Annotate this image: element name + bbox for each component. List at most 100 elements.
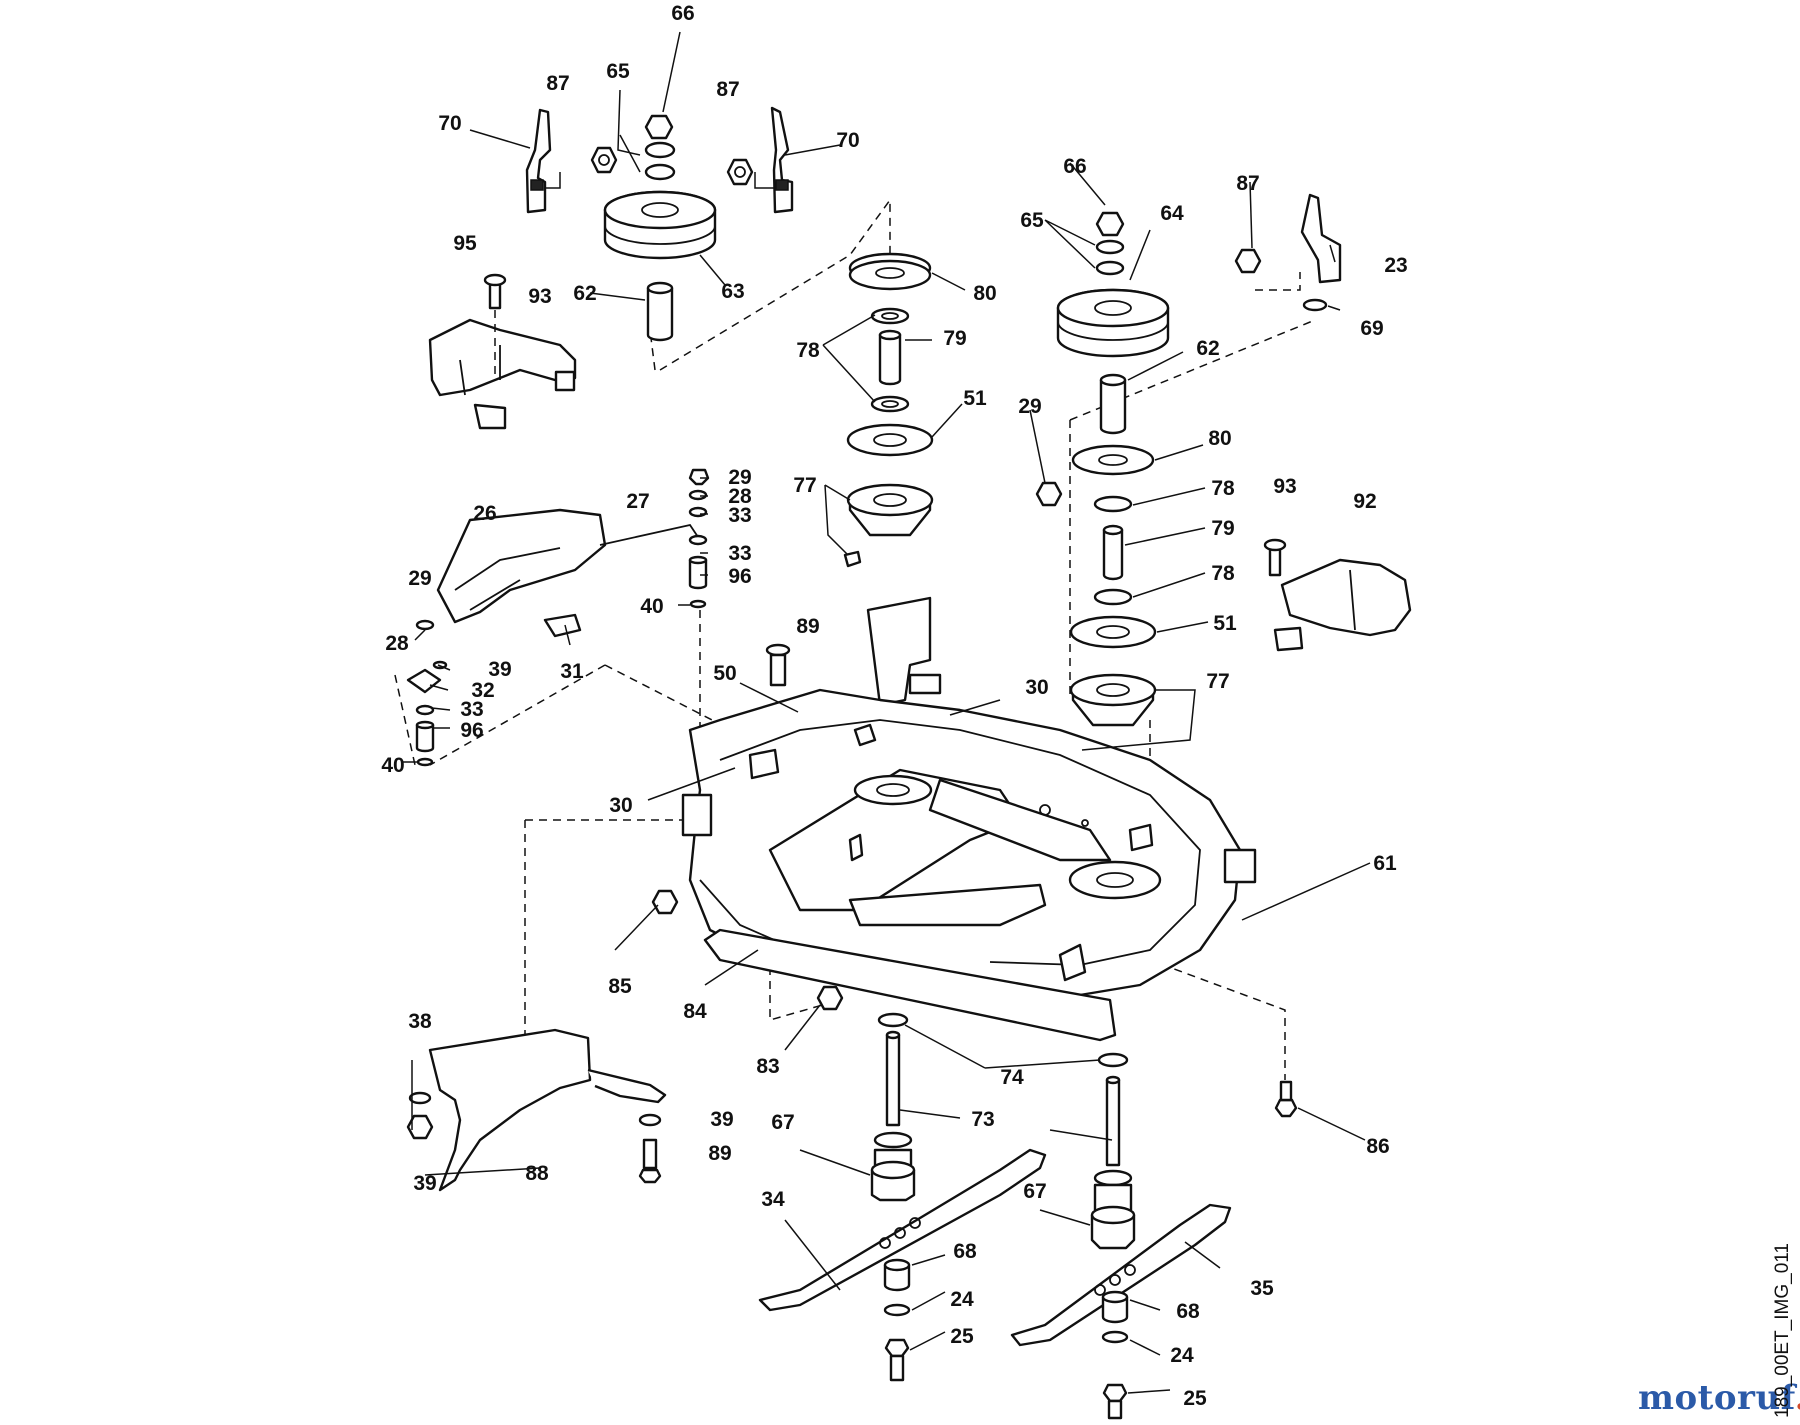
part-callout-65: 65: [606, 60, 630, 83]
image-code: 189_00ET_IMG_011: [1772, 1243, 1793, 1418]
part-callout-86: 86: [1366, 1135, 1389, 1158]
part-callout-29: 29: [408, 567, 431, 590]
belt-cover-right: [1263, 538, 1412, 652]
part-callout-28: 28: [728, 485, 752, 508]
part-callout-25: 25: [950, 1325, 974, 1348]
callout-labels: 66 87 65 87 70 70 95 93 62 63 80 78 79 51 77 66 65 64 87 23…: [381, 2, 1407, 1410]
nut-87-left: [590, 146, 618, 174]
part-callout-93: 93: [1273, 475, 1296, 498]
part-callout-70: 70: [438, 112, 461, 135]
part-callout-92: 92: [1353, 490, 1376, 513]
part-callout-40: 40: [640, 595, 663, 618]
blade-hardware-left: [883, 1258, 911, 1382]
part-callout-95: 95: [453, 232, 477, 255]
part-callout-33: 33: [460, 698, 483, 721]
baffle-88: [406, 1028, 667, 1192]
part-callout-89: 89: [708, 1142, 731, 1165]
height-bracket: [866, 596, 942, 707]
part-callout-33: 33: [728, 504, 751, 527]
part-callout-96: 96: [460, 719, 483, 742]
part-callout-69: 69: [1360, 317, 1383, 340]
part-callout-33: 33: [728, 542, 751, 565]
part-callout-83: 83: [756, 1055, 779, 1078]
part-callout-87: 87: [546, 72, 569, 95]
part-callout-39: 39: [413, 1172, 436, 1195]
part-callout-88: 88: [525, 1162, 549, 1185]
part-callout-27: 27: [626, 490, 649, 513]
part-callout-79: 79: [943, 327, 966, 350]
part-callout-65: 65: [1020, 209, 1044, 232]
watermark-dot: .: [1795, 1378, 1800, 1418]
nut-87-middle: [726, 158, 754, 186]
part-callout-29: 29: [728, 466, 751, 489]
part-callout-34: 34: [761, 1188, 785, 1211]
part-callout-84: 84: [683, 1000, 707, 1023]
part-callout-80: 80: [1208, 427, 1231, 450]
watermark-logo: motoruf.: [1638, 1378, 1800, 1418]
spindle-stack-right: [1035, 211, 1170, 758]
part-callout-50: 50: [713, 662, 736, 685]
part-callout-30: 30: [609, 794, 632, 817]
part-callout-67: 67: [1023, 1180, 1046, 1203]
part-callout-61: 61: [1373, 852, 1397, 875]
part-callout-74: 74: [1000, 1066, 1024, 1089]
part-callout-85: 85: [608, 975, 632, 998]
part-callout-28: 28: [385, 632, 409, 655]
spindle-stack-center: [843, 252, 934, 568]
part-callout-96: 96: [728, 565, 751, 588]
blade-spindle-left: [870, 1012, 916, 1202]
part-callout-23: 23: [1384, 254, 1407, 277]
part-callout-78: 78: [1211, 562, 1235, 585]
part-callout-87: 87: [716, 78, 739, 101]
mower-deck: [681, 688, 1257, 1042]
part-callout-66: 66: [671, 2, 694, 25]
part-callout-30: 30: [1025, 676, 1048, 699]
pulley-stack-left: [603, 114, 717, 342]
part-callout-38: 38: [408, 1010, 432, 1033]
part-callout-39: 39: [710, 1108, 733, 1131]
part-callout-77: 77: [793, 474, 816, 497]
part-callout-73: 73: [971, 1108, 994, 1131]
part-callout-80: 80: [973, 282, 996, 305]
part-callout-78: 78: [796, 339, 820, 362]
part-callout-31: 31: [560, 660, 584, 683]
part-callout-29: 29: [1018, 395, 1041, 418]
part-callout-62: 62: [573, 282, 596, 305]
leader-lines: [403, 31, 1371, 1394]
belt-cover-left: [428, 273, 577, 430]
part-callout-66: 66: [1063, 155, 1086, 178]
nut-85: [651, 889, 679, 915]
part-callout-25: 25: [1183, 1387, 1207, 1410]
part-callout-79: 79: [1211, 517, 1234, 540]
part-callout-35: 35: [1250, 1277, 1274, 1300]
blade-34: [758, 1148, 1047, 1312]
part-callout-93: 93: [528, 285, 551, 308]
part-callout-24: 24: [1170, 1344, 1194, 1367]
belt-guide-23: [1234, 193, 1342, 312]
blade-35: [1010, 1203, 1232, 1347]
bolt-86: [1274, 1080, 1298, 1118]
part-callout-70: 70: [836, 129, 859, 152]
chute-hardware-left: [406, 619, 448, 767]
chute-hardware-right: [688, 468, 710, 609]
part-callout-78: 78: [1211, 477, 1235, 500]
part-callout-51: 51: [1213, 612, 1237, 635]
part-callout-77: 77: [1206, 670, 1229, 693]
part-callout-63: 63: [721, 280, 744, 303]
part-callout-87: 87: [1236, 172, 1259, 195]
part-callout-40: 40: [381, 754, 404, 777]
part-callout-51: 51: [963, 387, 987, 410]
nut-83: [816, 985, 844, 1011]
blade-spindle-right: [1090, 1052, 1136, 1250]
belt-guide-right: [754, 106, 794, 214]
discharge-chute: [436, 508, 701, 638]
part-callout-68: 68: [1176, 1300, 1200, 1323]
part-callout-39: 39: [488, 658, 511, 681]
part-callout-64: 64: [1160, 202, 1184, 225]
part-callout-67: 67: [771, 1111, 794, 1134]
belt-guide-left: [525, 108, 561, 214]
part-callout-24: 24: [950, 1288, 974, 1311]
part-callout-68: 68: [953, 1240, 977, 1263]
